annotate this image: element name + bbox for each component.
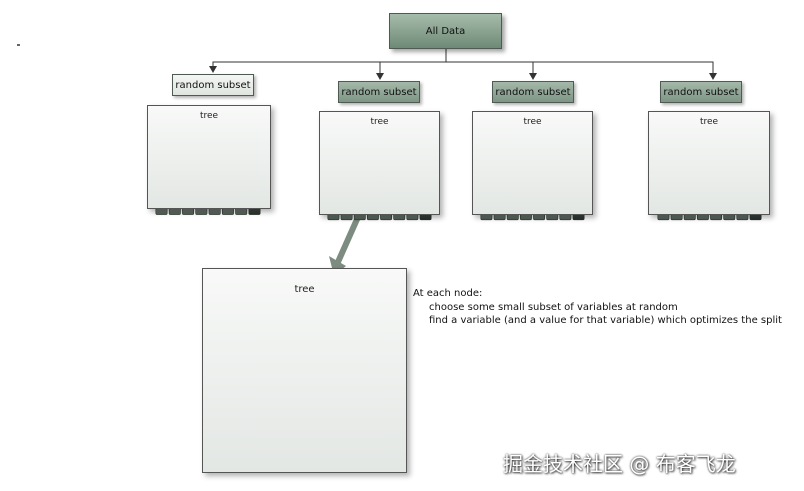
tree-panel-3: tree xyxy=(472,111,593,215)
watermark: 掘金技术社区 @ 布客飞龙 xyxy=(503,452,736,476)
subset-box-3: random subset xyxy=(492,81,574,103)
annotation-step-2: find a variable (and a value for that va… xyxy=(429,315,782,326)
subset-label: random subset xyxy=(341,86,417,98)
tree-panel-1: tree xyxy=(147,105,271,209)
connector-subset-2 xyxy=(376,61,446,80)
subset-box-1: random subset xyxy=(172,74,254,96)
subset-box-2: random subset xyxy=(338,81,420,103)
tree-title: tree xyxy=(523,117,542,127)
all-data-label: All Data xyxy=(425,25,466,37)
tree-panel-4: tree xyxy=(648,111,770,215)
subset-label: random subset xyxy=(175,79,251,91)
tree-title: tree xyxy=(294,284,315,295)
connector-subset-3 xyxy=(446,61,537,80)
connector-subset-1 xyxy=(209,49,447,73)
stray-mark xyxy=(17,44,20,46)
tree-title: tree xyxy=(699,117,719,127)
subset-box-4: random subset xyxy=(660,81,742,103)
tree-title: tree xyxy=(199,111,219,121)
root-connectors xyxy=(209,49,717,80)
subset-label: random subset xyxy=(663,86,739,98)
all-data-box: All Data xyxy=(389,13,502,49)
tree-title: tree xyxy=(370,117,389,127)
annotation-step-1: choose some small subset of variables at… xyxy=(429,301,678,313)
node-annotation: At each node: choose some small subset o… xyxy=(413,287,782,328)
connector-subset-4 xyxy=(446,61,717,80)
subset-label: random subset xyxy=(495,86,571,98)
zoom-tree-panel: tree xyxy=(202,268,407,473)
tree-panel-2: tree xyxy=(319,111,440,215)
annotation-heading: At each node: xyxy=(413,288,483,299)
